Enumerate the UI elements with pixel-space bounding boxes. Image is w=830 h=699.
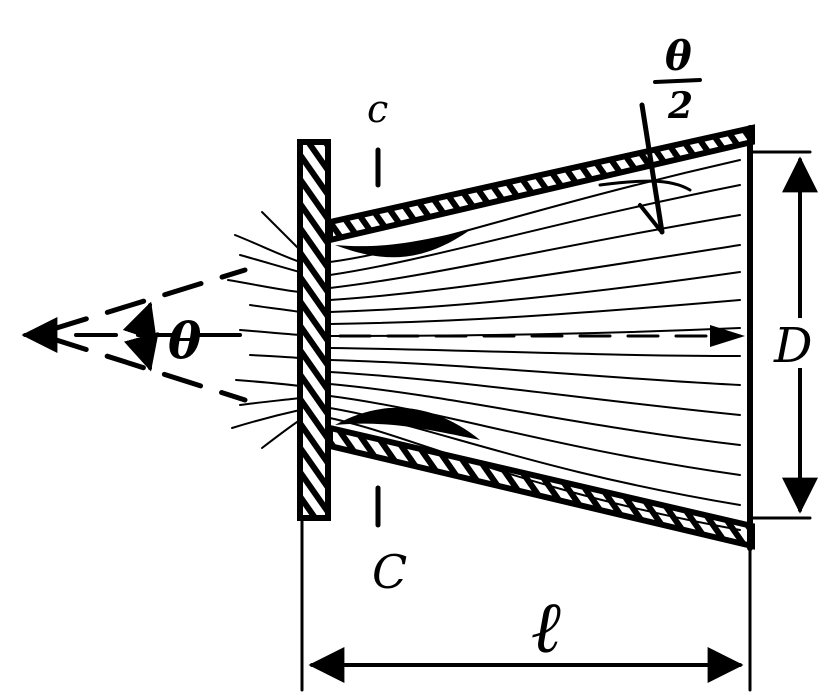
section-label-bottom: C bbox=[372, 545, 407, 599]
diameter-dimension: D bbox=[750, 150, 822, 520]
diffuser-lower-wall bbox=[327, 424, 755, 550]
diameter-label: D bbox=[773, 318, 812, 374]
center-axis bbox=[338, 325, 745, 347]
angle-label: θ bbox=[168, 311, 202, 370]
section-marker-top: c bbox=[367, 87, 388, 188]
half-angle-label: θ 2 bbox=[639, 33, 702, 235]
inflow-lines bbox=[227, 211, 301, 449]
section-label-top: c bbox=[367, 87, 388, 131]
separation-zones bbox=[335, 179, 692, 440]
half-angle-denominator: 2 bbox=[667, 85, 693, 127]
flow-streamlines bbox=[329, 159, 741, 531]
wall-plate bbox=[297, 139, 331, 521]
section-marker-bottom: C bbox=[372, 485, 407, 599]
length-dimension: ℓ bbox=[300, 518, 752, 692]
length-label: ℓ bbox=[532, 584, 563, 669]
cone-angle-lines bbox=[21, 267, 248, 403]
half-angle-numerator: θ bbox=[665, 33, 692, 80]
